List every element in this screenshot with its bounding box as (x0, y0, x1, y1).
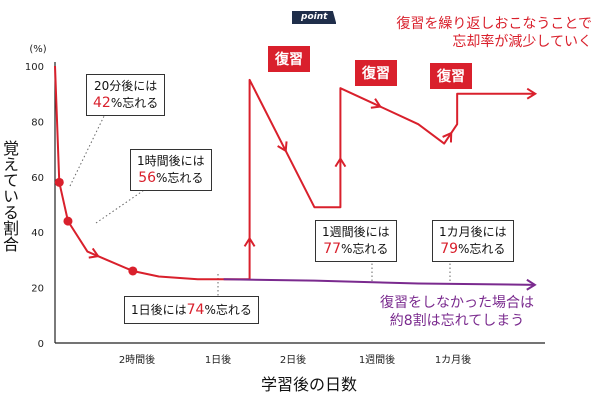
annotation-1month-suffix: %忘れる (458, 242, 506, 256)
annotation-1week-line1: 1週間後には (322, 225, 390, 239)
annotation-1hour-pct: 56 (138, 170, 157, 186)
annotation-1month-pct: 79 (440, 241, 459, 257)
review-curve-arrowhead (526, 87, 538, 100)
annotation-20min-suffix: %忘れる (110, 96, 159, 110)
data-marker (63, 216, 73, 226)
no-review-message-line2: 約8割は忘れてしまう (389, 313, 525, 329)
review-label-1: 復習 (268, 46, 310, 72)
annotation-1week-pct: 77 (323, 241, 342, 257)
review-curve-arrowhead (370, 98, 382, 109)
no-review-curve-arrowhead (526, 278, 537, 291)
series-lines (54, 65, 536, 286)
annotation-1month-line1: 1カ月後には (439, 225, 507, 239)
annotation-20min: 20分後には 42%忘れる (86, 74, 166, 116)
annotation-leader-line (69, 107, 109, 187)
axis-ticks: (%) 0 20 40 60 80 100 2時間後 1日後 2日後 1週間後 1カ月後 (25, 44, 471, 366)
point-message-line1: 復習を繰り返しおこなうことで (396, 16, 592, 32)
review-label-3: 復習 (430, 63, 472, 89)
annotation-1hour-line1: 1時間後には (137, 154, 205, 168)
annotation-1week-suffix: %忘れる (341, 242, 389, 256)
y-tick-label: 100 (25, 62, 44, 73)
series-arrowheads (88, 87, 538, 291)
y-axis-unit: (%) (29, 44, 46, 55)
review-curve-arrowhead (243, 236, 256, 247)
point-message-line2: 忘却率が減少していく (452, 34, 592, 50)
y-axis-label: 覚えている割合 (0, 140, 19, 252)
review-curve-arrowhead (442, 131, 453, 143)
review-curve-arrowhead (334, 156, 347, 168)
review-label-2: 復習 (355, 60, 397, 86)
no-review-message-line1: 復習をしなかった場合は (380, 295, 534, 311)
annotation-1hour: 1時間後には 56%忘れる (130, 149, 212, 191)
annotation-1day-pct: 74 (186, 302, 205, 318)
no-review-curve-line (223, 278, 536, 286)
no-review-message: 復習をしなかった場合は 約8割は忘れてしまう (380, 294, 534, 330)
x-tick-label: 2日後 (280, 353, 306, 366)
y-tick-label: 20 (31, 284, 44, 295)
annotation-1day-line1: 1日後には (131, 303, 187, 317)
x-tick-label: 1日後 (205, 353, 231, 366)
review-curve-arrowhead (277, 141, 288, 153)
annotation-1month: 1カ月後には 79%忘れる (432, 220, 514, 262)
x-tick-label: 2時間後 (119, 353, 155, 366)
data-marker (54, 177, 64, 187)
x-tick-label: 1カ月後 (435, 353, 471, 366)
x-tick-label: 1週間後 (359, 353, 395, 366)
review-curve-arrowhead (88, 247, 100, 259)
annotation-1day-suffix: %忘れる (204, 303, 252, 317)
annotation-20min-line1: 20分後には (93, 79, 158, 93)
y-tick-label: 0 (38, 339, 44, 350)
annotation-leader-line (95, 185, 151, 224)
annotation-leader-lines (69, 107, 451, 296)
point-message: 復習を繰り返しおこなうことで 忘却率が減少していく (396, 15, 592, 51)
y-tick-label: 60 (31, 173, 44, 184)
annotation-20min-pct: 42 (93, 95, 111, 111)
y-tick-label: 80 (31, 117, 44, 128)
point-tag: point (292, 11, 337, 24)
data-markers (54, 177, 138, 276)
annotation-1hour-suffix: %忘れる (156, 171, 204, 185)
annotation-1week: 1週間後には 77%忘れる (315, 220, 397, 262)
y-tick-label: 40 (31, 228, 44, 239)
annotation-1day: 1日後には74%忘れる (124, 296, 259, 324)
axes (54, 62, 545, 344)
x-axis-label: 学習後の日数 (260, 375, 357, 394)
data-marker (128, 266, 138, 276)
